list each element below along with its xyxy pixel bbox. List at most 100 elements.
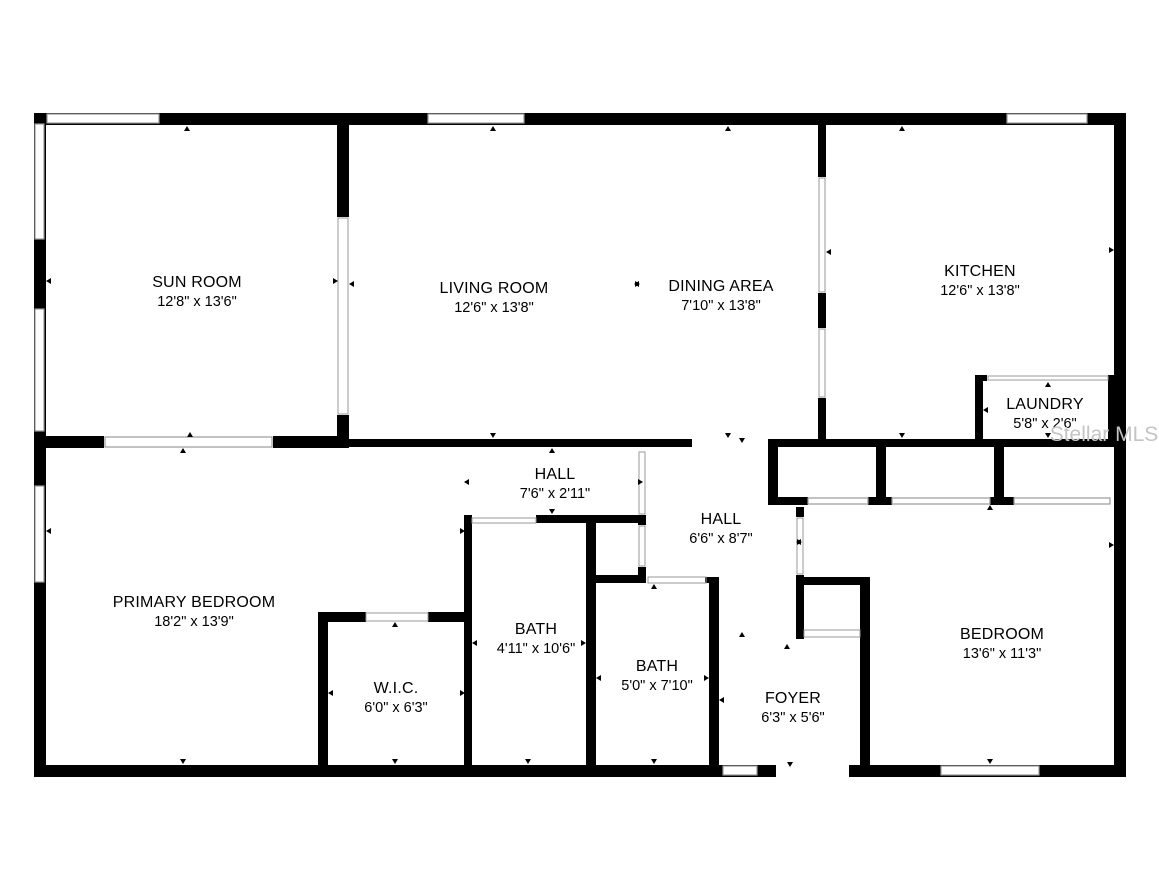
wall: [796, 507, 804, 517]
door-opening: [471, 517, 537, 524]
dimension-marker: [899, 433, 905, 438]
wall: [990, 497, 1014, 505]
wall: [975, 375, 987, 381]
wall: [586, 517, 596, 771]
openings: [337, 177, 1109, 638]
wall: [796, 577, 868, 585]
room-wic: W.I.C. 6'0" x 6'3": [364, 680, 427, 716]
dimension-marker: [349, 281, 354, 287]
dimension-marker: [460, 528, 465, 534]
room-bedroom: BEDROOM 13'6" x 11'3": [960, 626, 1044, 662]
room-bath-2: BATH 5'0" x 7'10": [621, 658, 692, 694]
dimension-marker: [392, 622, 398, 627]
windows: [34, 113, 1111, 776]
dimension-marker: [1109, 407, 1114, 413]
room-dimensions: 13'6" x 11'3": [963, 646, 1041, 662]
door-opening: [365, 612, 429, 622]
room-name: PRIMARY BEDROOM: [113, 594, 275, 611]
dimension-marker: [549, 448, 555, 453]
door-opening: [796, 517, 804, 575]
dimension-marker: [784, 644, 790, 649]
dimension-marker: [651, 759, 657, 764]
wall: [337, 119, 349, 217]
dimension-marker: [796, 539, 801, 545]
dimension-marker: [899, 126, 905, 131]
room-name: W.I.C.: [374, 680, 419, 697]
room-dimensions: 18'2" x 13'9": [154, 614, 234, 630]
door-opening: [818, 328, 826, 398]
wall: [818, 119, 826, 177]
dimension-marker: [392, 759, 398, 764]
dimension-marker: [739, 632, 745, 637]
door-opening: [638, 525, 646, 567]
dimension-marker: [460, 690, 465, 696]
room-name: DINING AREA: [668, 278, 773, 295]
window: [940, 765, 1040, 776]
dimension-marker: [596, 675, 601, 681]
dimension-marker: [826, 249, 831, 255]
window: [46, 113, 160, 124]
window: [34, 123, 45, 240]
window: [1006, 113, 1088, 124]
dimension-marker: [704, 675, 709, 681]
dimension-marker: [549, 509, 555, 514]
wall: [464, 515, 472, 771]
room-hall-center: HALL 6'6" x 8'7": [689, 511, 752, 547]
room-dimensions: 7'6" x 2'11": [520, 486, 590, 502]
wall: [768, 439, 778, 505]
door-opening: [647, 576, 707, 584]
wall: [768, 439, 1120, 447]
window: [104, 436, 273, 448]
room-name: LIVING ROOM: [440, 280, 549, 297]
door-opening: [818, 177, 826, 293]
dimension-marker: [525, 759, 531, 764]
room-dimensions: 6'3" x 5'6": [761, 710, 824, 726]
dimension-marker: [725, 433, 731, 438]
dimension-marker: [184, 126, 190, 131]
room-dimensions: 5'0" x 7'10": [621, 678, 692, 694]
dimension-marker: [1109, 542, 1114, 548]
room-dimensions: 6'6" x 8'7": [689, 531, 752, 547]
dimension-marker: [787, 762, 793, 767]
room-name: HALL: [535, 466, 576, 483]
wall: [860, 577, 870, 771]
room-name: FOYER: [765, 690, 821, 707]
wall: [818, 398, 826, 444]
room-dimensions: 5'8" x 2'6": [1013, 416, 1076, 432]
room-primary-bedroom: PRIMARY BEDROOM 18'2" x 13'9": [113, 594, 275, 630]
room-name: BEDROOM: [960, 626, 1044, 643]
room-name: HALL: [701, 511, 742, 528]
window: [722, 765, 758, 776]
dimension-marker: [739, 438, 745, 443]
room-laundry: LAUNDRY 5'8" x 2'6": [1006, 396, 1083, 432]
dimension-marker: [581, 640, 586, 646]
room-name: KITCHEN: [944, 263, 1016, 280]
dimension-marker: [1045, 433, 1051, 438]
dimension-marker: [490, 126, 496, 131]
wall: [40, 436, 104, 448]
dimension-marker: [180, 759, 186, 764]
wall: [768, 497, 808, 505]
dimension-marker: [987, 759, 993, 764]
window: [807, 497, 869, 505]
room-bath-1: BATH 4'11" x 10'6": [497, 621, 575, 657]
wall: [34, 113, 1126, 125]
room-dimensions: 12'6" x 13'8": [940, 283, 1020, 299]
window: [891, 497, 991, 505]
dimension-marker: [638, 479, 643, 485]
dimension-marker: [987, 505, 993, 510]
wall: [592, 575, 646, 583]
wall: [975, 375, 983, 444]
room-dimensions: 7'10" x 13'8": [681, 298, 761, 314]
wall: [796, 575, 804, 639]
wall: [994, 443, 1004, 505]
dimension-marker: [180, 448, 186, 453]
wall: [343, 439, 692, 447]
wall: [709, 577, 719, 771]
dimension-marker: [1045, 382, 1051, 387]
window: [34, 308, 45, 432]
window: [1013, 497, 1111, 505]
wall: [273, 436, 349, 448]
room-dimensions: 12'6" x 13'8": [454, 300, 534, 316]
wall: [638, 567, 646, 583]
